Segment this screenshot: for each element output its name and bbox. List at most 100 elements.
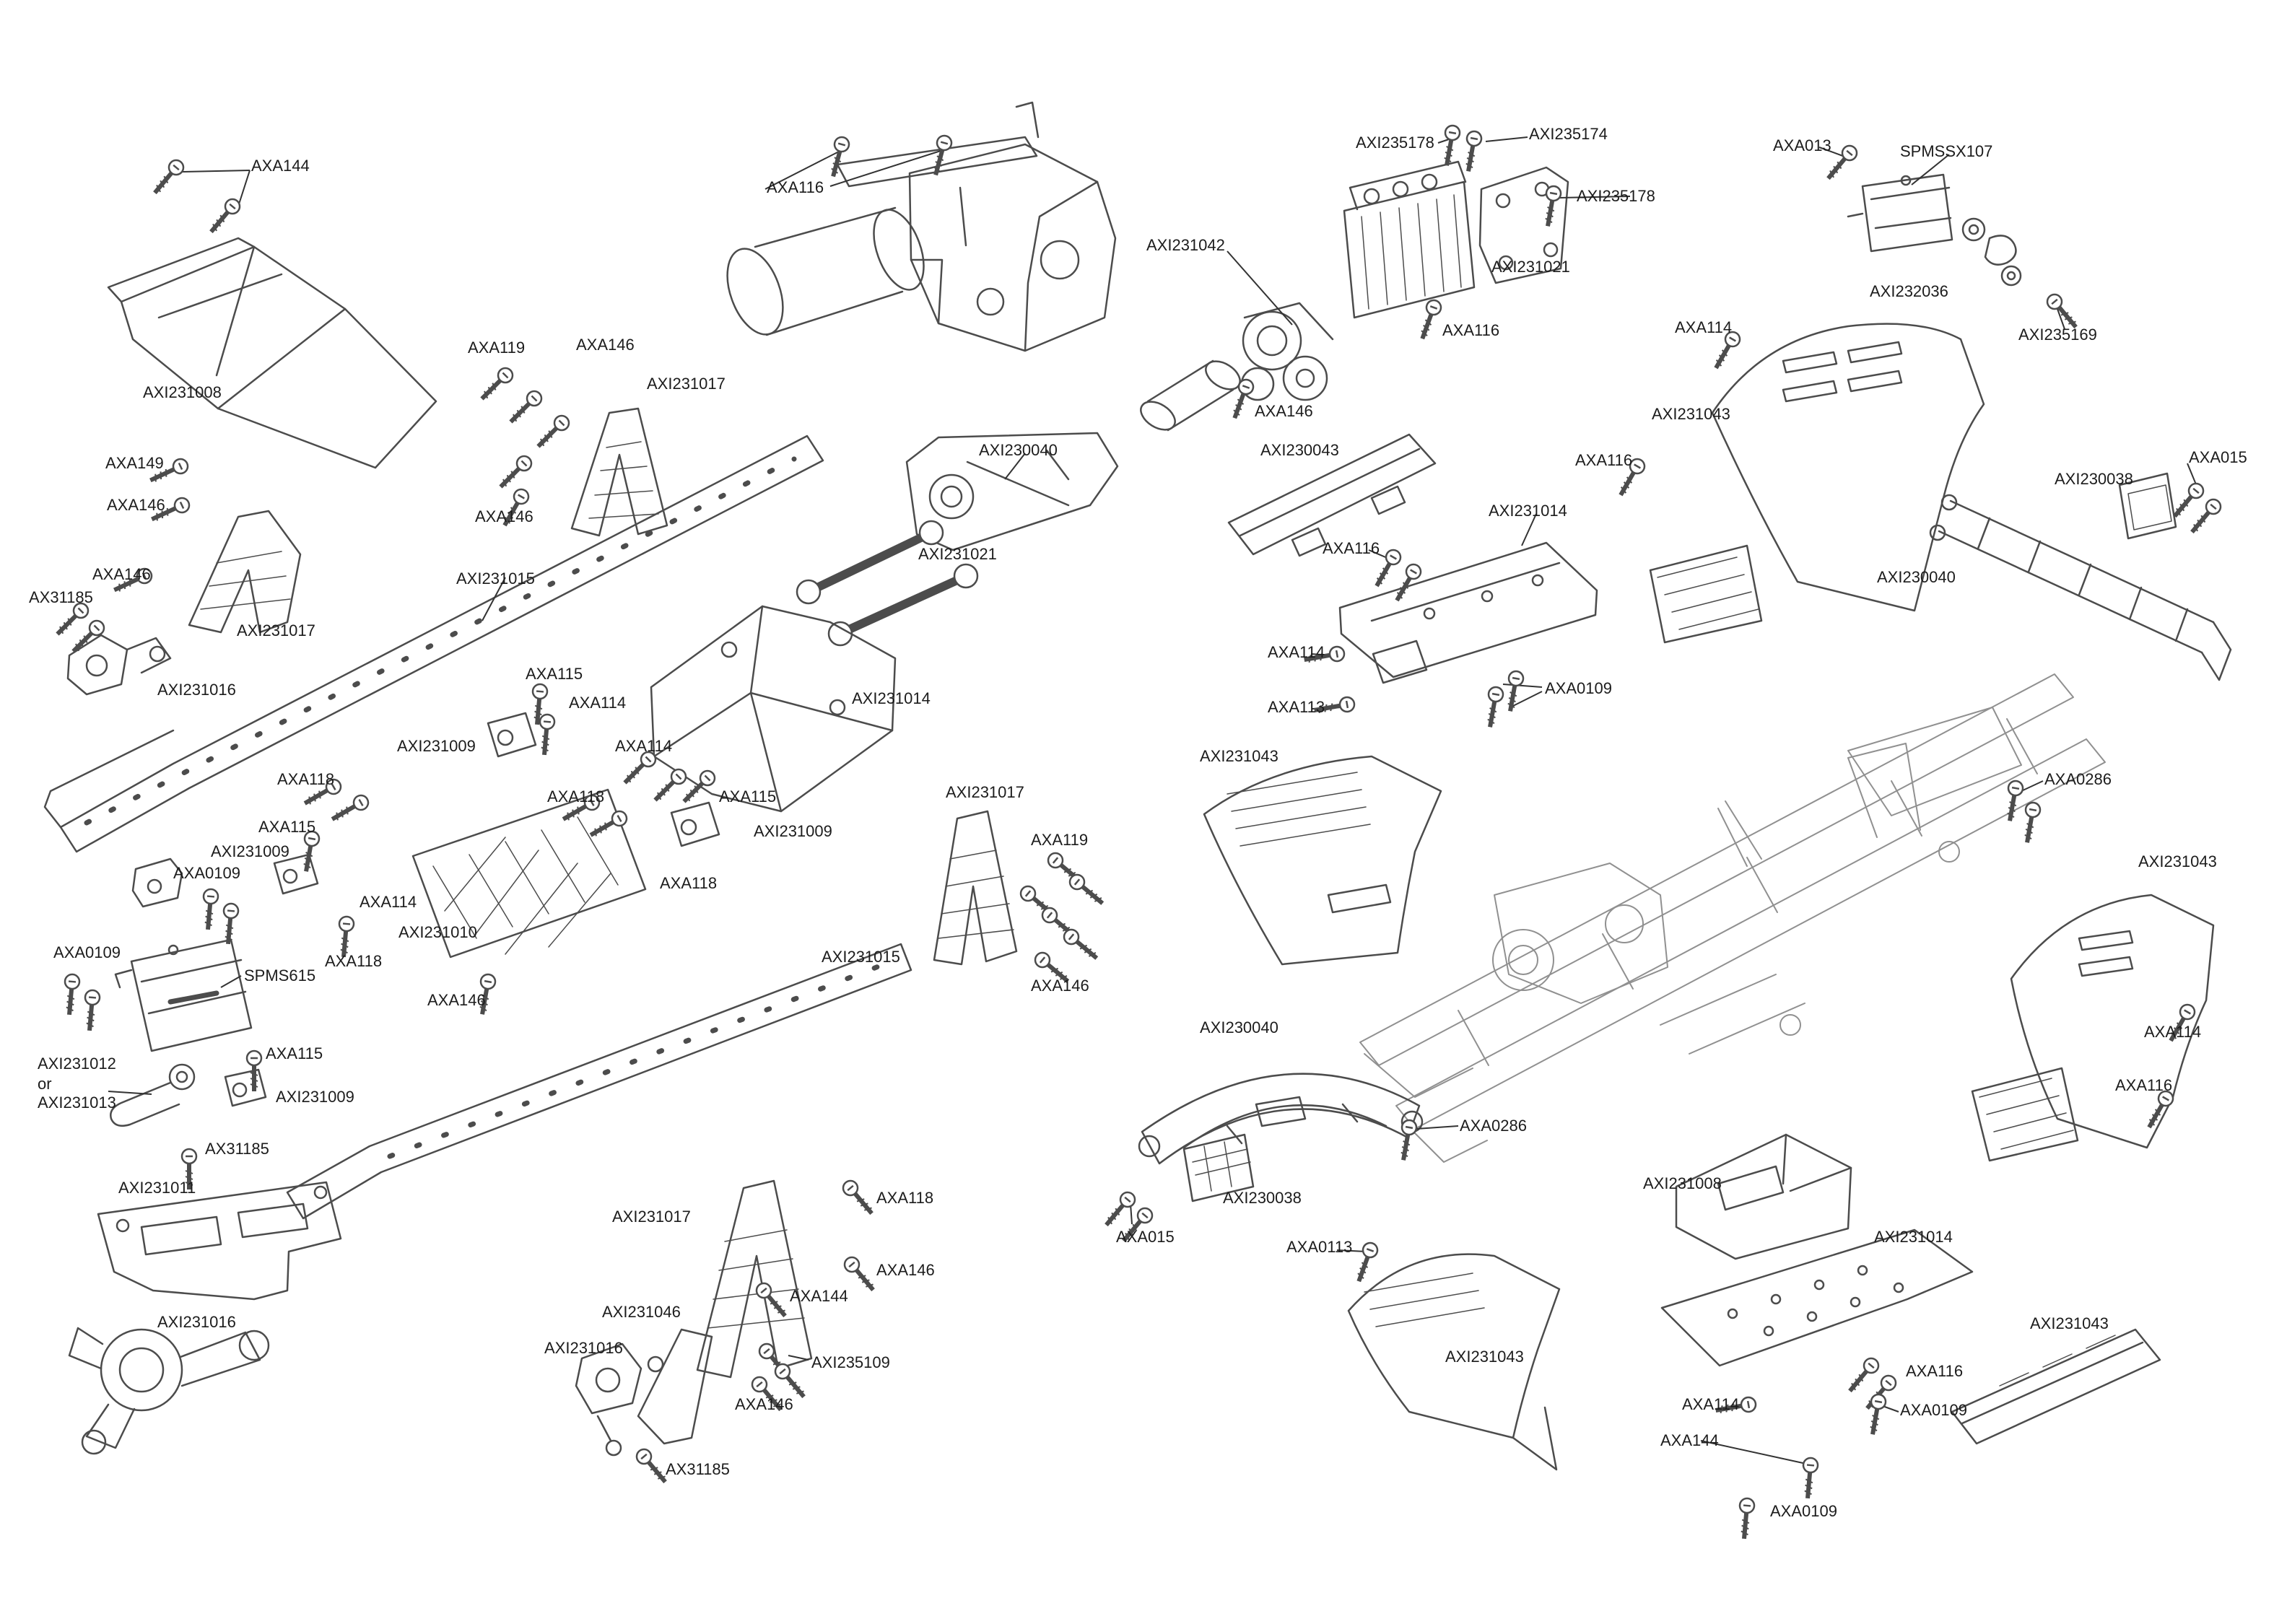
part-shock-tower-mid [637, 1179, 813, 1445]
part-shock-tower-front [570, 407, 668, 537]
screw-icon [475, 973, 496, 1016]
screw-icon [1067, 872, 1107, 909]
screw-icon [1483, 686, 1504, 728]
screw-icon [1844, 1355, 1881, 1396]
screw-icon [201, 889, 219, 930]
part-servo-spms615 [114, 938, 253, 1052]
leader-line [1559, 196, 1631, 198]
leader-line [1004, 453, 1026, 480]
part-plate-top-right [2118, 472, 2177, 540]
leader-line [764, 151, 840, 190]
part-chassis-skid [650, 605, 897, 813]
screw-icon [149, 496, 191, 526]
leader-line [788, 1355, 809, 1361]
screw-icon [1709, 329, 1742, 371]
screw-icon [842, 1254, 879, 1295]
screw-icon [62, 974, 80, 1016]
screw-icon [2020, 801, 2041, 844]
part-main-chassis [1359, 673, 2106, 1163]
leader-line [181, 170, 251, 173]
part-knuckles [66, 634, 172, 696]
screw-icon [1061, 927, 1102, 964]
screw-icon [328, 793, 370, 825]
part-license-plate [1182, 1133, 1255, 1202]
part-axle-front [68, 1327, 270, 1455]
screw-icon [559, 793, 601, 825]
screw-icon [840, 1178, 877, 1218]
screw-icon [1118, 1205, 1155, 1246]
part-electronics-tray [411, 788, 647, 959]
screw-icon [1541, 185, 1561, 227]
part-transmission [726, 101, 1117, 352]
leader-line [1521, 513, 1537, 546]
screw-icon [587, 808, 629, 841]
screw-icon [147, 457, 190, 487]
screw-icon [1461, 130, 1482, 173]
leader-line [1911, 154, 1950, 185]
part-mount-a [487, 712, 537, 758]
leader-line [1512, 691, 1543, 707]
leader-line [220, 975, 242, 988]
screw-icon [2187, 497, 2223, 537]
leader-line [2057, 308, 2065, 330]
screw-icon [1800, 1457, 1818, 1499]
part-fender-bottom [1347, 1253, 1561, 1471]
screw-icon [336, 916, 354, 958]
screw-icon [533, 413, 572, 452]
part-chassis-rail-right [286, 943, 912, 1220]
screw-icon [772, 1361, 809, 1402]
screw-icon [749, 1374, 786, 1415]
part-engine-mount-plate [1478, 166, 1569, 284]
screw-icon [1823, 143, 1860, 183]
screw-icon [476, 365, 515, 404]
screw-icon [1370, 547, 1403, 589]
part-chassis-rail-left [43, 435, 824, 853]
screw-icon [537, 714, 555, 756]
screw-icon [149, 157, 186, 198]
screw-icon [1614, 456, 1647, 498]
leader-line [2021, 780, 2044, 792]
screw-icon [1352, 1241, 1380, 1283]
screw-icon [498, 486, 531, 528]
part-rocker-rail [1227, 433, 1437, 557]
part-servo-sx107 [1847, 173, 1953, 253]
part-servo-horn [1961, 217, 2022, 287]
part-caster-block [575, 1343, 642, 1457]
part-skid-right [1660, 1228, 1974, 1367]
leader-line [1416, 1125, 1459, 1130]
screw-icon [1313, 696, 1356, 717]
part-mount-c [273, 853, 319, 895]
part-bracket-right [1675, 1133, 1852, 1260]
screw-icon [2164, 1002, 2197, 1044]
screw-icon [1715, 1396, 1757, 1417]
leader-line [482, 577, 506, 621]
screw-icon [634, 1446, 671, 1487]
leader-line [829, 149, 944, 187]
part-engine-block [1343, 160, 1476, 319]
screw-icon [301, 777, 343, 809]
screw-icon [495, 453, 534, 492]
leader-line [1502, 684, 1543, 688]
leader-line [1882, 1405, 1899, 1413]
screw-icon [182, 1149, 196, 1189]
screw-icon [111, 567, 154, 597]
part-mount-d [224, 1068, 267, 1107]
screw-icon [1439, 124, 1460, 167]
part-body-mount-plate [107, 237, 437, 469]
screw-icon [619, 749, 658, 788]
leader-line [1485, 136, 1528, 142]
screw-icon [1032, 950, 1073, 987]
screw-icon [1396, 1119, 1417, 1161]
overlay-layer [52, 124, 2223, 1539]
part-cargo-rack [1929, 494, 2232, 681]
part-shock-tower-left [188, 510, 302, 634]
part-fender-right [1971, 894, 2215, 1162]
part-fender-top-right [1649, 323, 1985, 644]
part-pump [1140, 302, 1334, 432]
leader-line [1700, 1440, 1807, 1464]
screw-icon [1737, 1498, 1755, 1540]
part-servo-arm [110, 1063, 196, 1127]
part-small-block [131, 857, 183, 908]
